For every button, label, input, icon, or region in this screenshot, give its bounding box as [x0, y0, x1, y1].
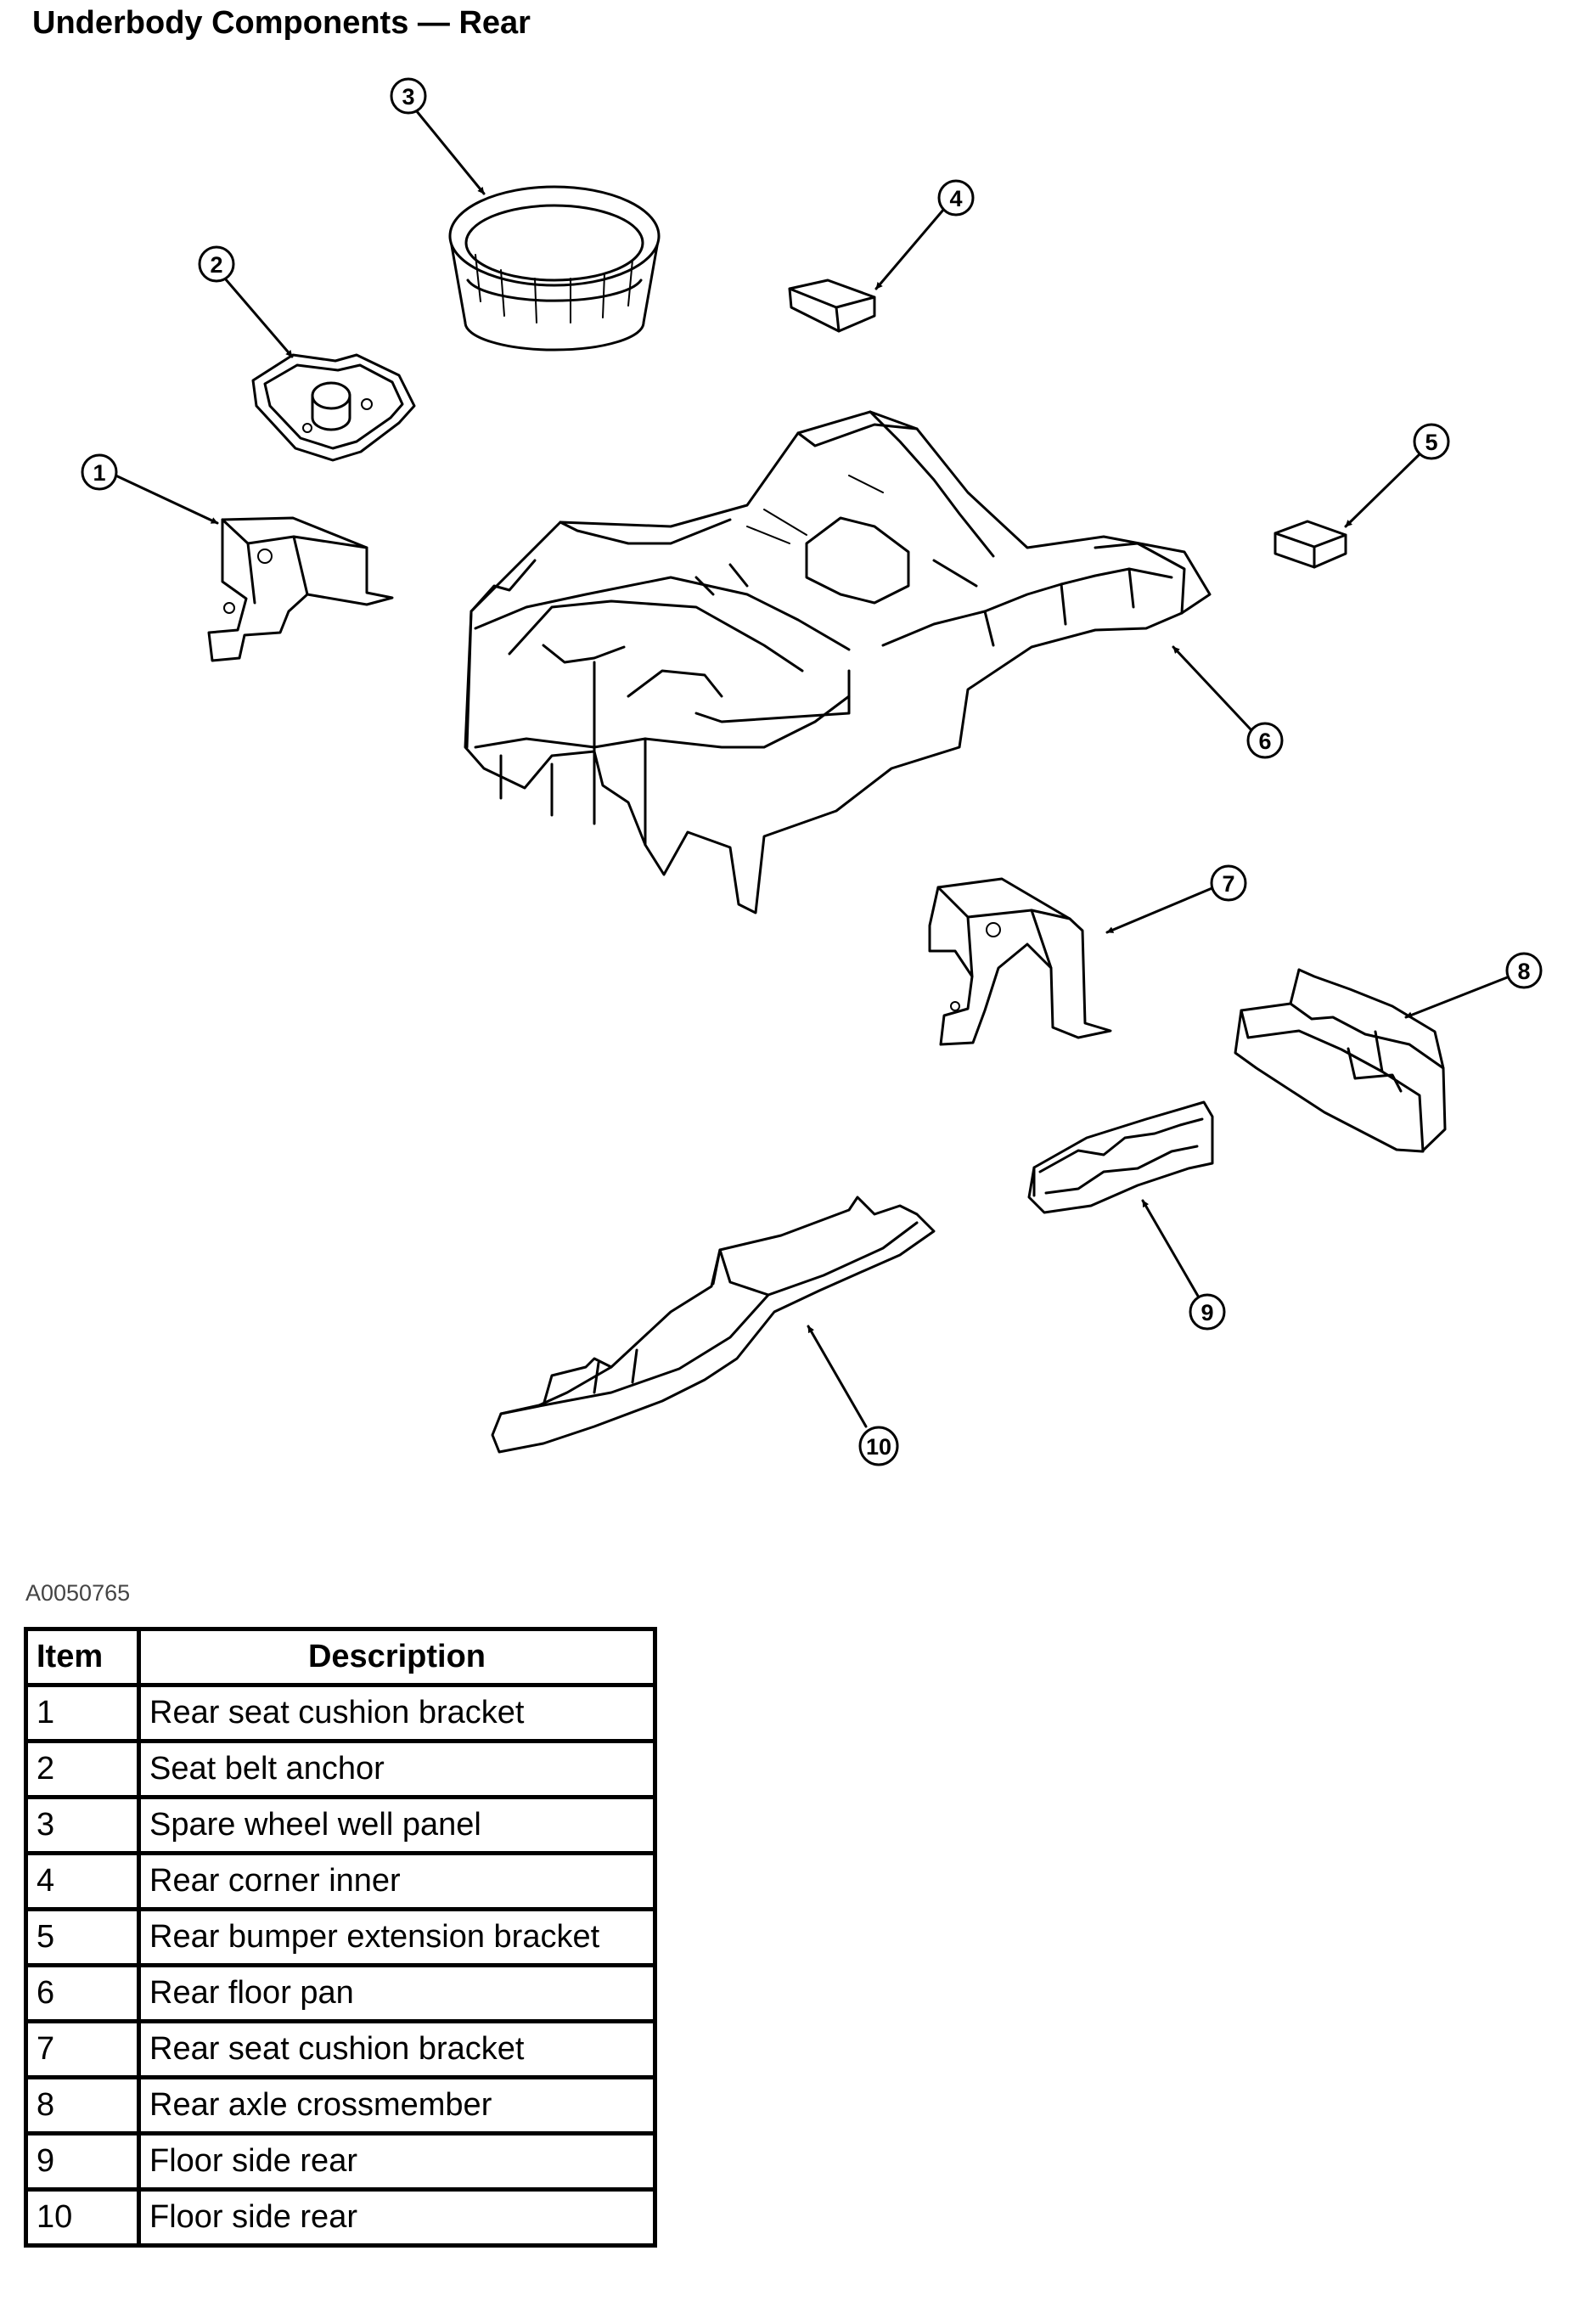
table-row: 2 Seat belt anchor: [24, 1739, 657, 1799]
callout-3-label: 3: [402, 84, 414, 110]
description-cell: Rear bumper extension bracket: [137, 1907, 657, 1967]
item-column-header: Item: [24, 1627, 141, 1687]
table-row: 10 Floor side rear: [24, 2187, 657, 2248]
description-cell: Floor side rear: [137, 2187, 657, 2248]
callout-2-label: 2: [210, 252, 222, 278]
description-cell: Seat belt anchor: [137, 1739, 657, 1799]
part-6-rear-floor-pan: [464, 410, 1212, 914]
description-cell: Floor side rear: [137, 2131, 657, 2192]
callout-7-label: 7: [1222, 871, 1234, 897]
callout-1-label: 1: [93, 460, 105, 486]
callout-3: 3: [390, 77, 486, 195]
description-cell: Spare wheel well panel: [137, 1795, 657, 1855]
item-number-cell: 7: [24, 2019, 141, 2079]
item-number-cell: 5: [24, 1907, 141, 1967]
table-row: 5 Rear bumper extension bracket: [24, 1907, 657, 1967]
description-cell: Rear seat cushion bracket: [137, 1683, 657, 1743]
item-number-cell: 6: [24, 1963, 141, 2023]
callout-1: 1: [81, 453, 219, 525]
table-row: 7 Rear seat cushion bracket: [24, 2019, 657, 2079]
callout-2: 2: [198, 245, 294, 358]
callout-6: 6: [1172, 645, 1284, 759]
part-2-seat-belt-anchor: [251, 353, 416, 462]
figure-id: A0050765: [25, 1580, 131, 1606]
description-column-header: Description: [137, 1627, 657, 1687]
part-10-floor-side-rear: [491, 1196, 936, 1454]
page-title: Underbody Components — Rear: [32, 5, 531, 41]
item-number-cell: 10: [24, 2187, 141, 2248]
part-9-floor-side-rear: [1027, 1100, 1214, 1214]
description-cell: Rear axle crossmember: [137, 2075, 657, 2135]
item-number-cell: 2: [24, 1739, 141, 1799]
table-row: 3 Spare wheel well panel: [24, 1795, 657, 1855]
callout-7: 7: [1105, 864, 1247, 934]
item-number-cell: 8: [24, 2075, 141, 2135]
table-row: 9 Floor side rear: [24, 2131, 657, 2192]
item-number-cell: 1: [24, 1683, 141, 1743]
part-3-spare-wheel-well-panel: [448, 185, 661, 352]
callout-9: 9: [1141, 1199, 1226, 1331]
callout-5: 5: [1344, 423, 1450, 528]
callout-10: 10: [807, 1325, 899, 1466]
item-number-cell: 9: [24, 2131, 141, 2192]
callout-4-label: 4: [949, 186, 962, 211]
table-row: 8 Rear axle crossmember: [24, 2075, 657, 2135]
table-row: 6 Rear floor pan: [24, 1963, 657, 2023]
table-row: 1 Rear seat cushion bracket: [24, 1683, 657, 1743]
item-number-cell: 3: [24, 1795, 141, 1855]
part-4-rear-corner-inner: [788, 279, 876, 333]
part-1-rear-seat-cushion-bracket: [207, 516, 394, 662]
exploded-parts-diagram: 1 2 3 4 5 6 7 8 9 10: [81, 77, 1543, 1466]
description-cell: Rear seat cushion bracket: [137, 2019, 657, 2079]
callout-9-label: 9: [1200, 1300, 1213, 1325]
parts-legend-table: Item Description 1 Rear seat cushion bra…: [24, 1627, 657, 2248]
item-number-cell: 4: [24, 1851, 141, 1911]
table-header-row: Item Description: [24, 1627, 657, 1687]
callout-8: 8: [1404, 952, 1543, 1019]
part-7-rear-seat-cushion-bracket: [928, 877, 1112, 1046]
callout-6-label: 6: [1258, 729, 1271, 754]
callout-4: 4: [874, 179, 975, 290]
description-cell: Rear corner inner: [137, 1851, 657, 1911]
callout-5-label: 5: [1425, 430, 1437, 455]
callout-8-label: 8: [1517, 959, 1530, 984]
callout-10-label: 10: [866, 1434, 891, 1460]
table-row: 4 Rear corner inner: [24, 1851, 657, 1911]
part-8-rear-axle-crossmember: [1234, 968, 1447, 1153]
part-5-rear-bumper-extension-bracket: [1274, 520, 1347, 569]
description-cell: Rear floor pan: [137, 1963, 657, 2023]
